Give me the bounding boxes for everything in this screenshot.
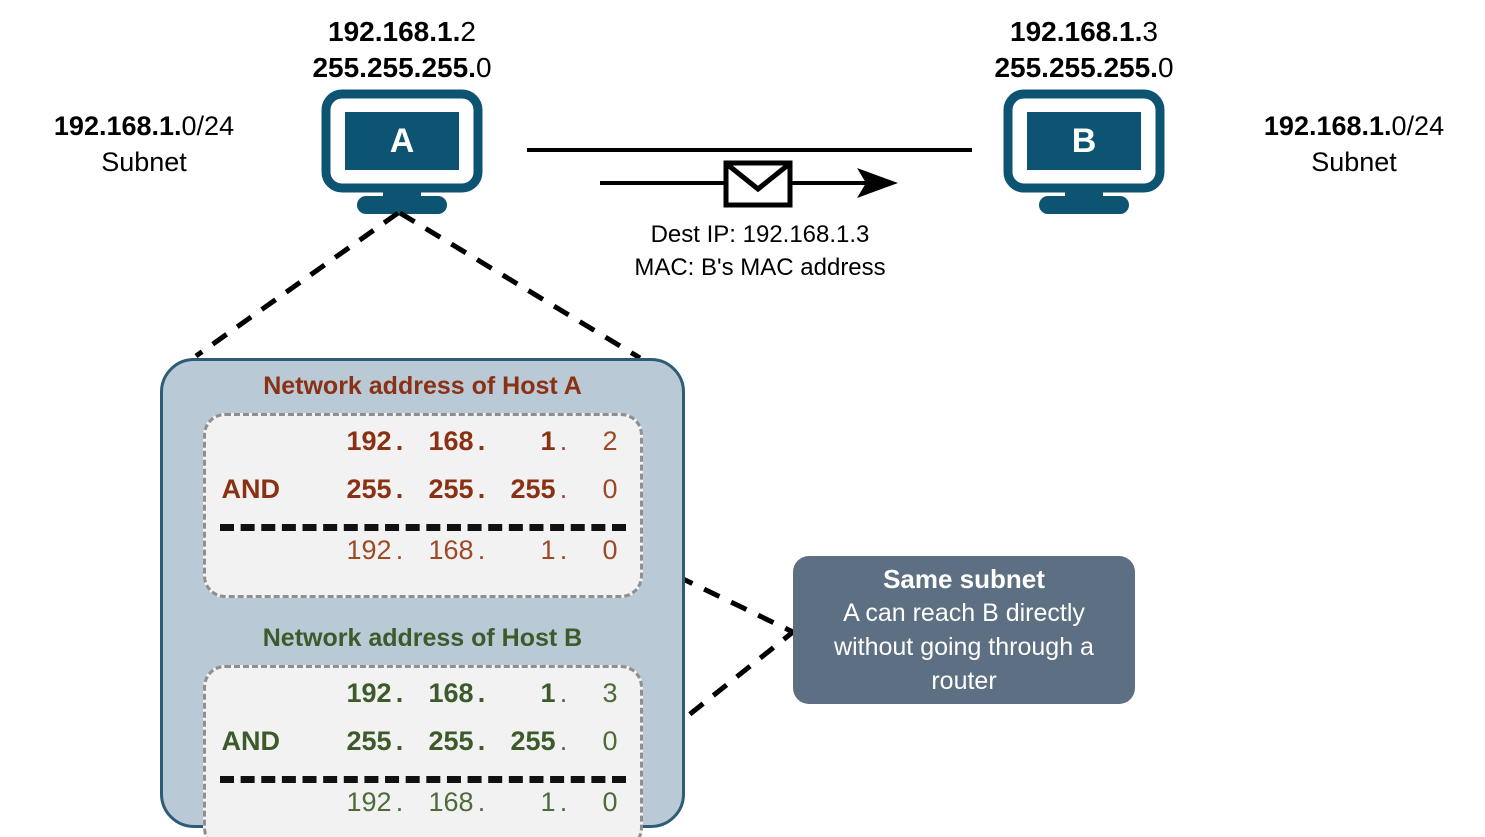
- right-subnet-cidr: 192.168.1.0/24: [1228, 108, 1480, 144]
- calc-operator-host-b: AND: [221, 726, 281, 756]
- host-b-letter: B: [1071, 122, 1097, 160]
- a-ip-dot2: .: [477, 426, 486, 456]
- a-ip-octet3: 1: [540, 426, 556, 456]
- a-res-dot2: .: [477, 535, 486, 565]
- b-ip-dot2: .: [477, 678, 486, 708]
- host-a-mask-host: 0: [475, 52, 492, 83]
- right-subnet-host: 0/24: [1391, 111, 1445, 141]
- left-subnet-label: 192.168.1.0/24 Subnet: [18, 108, 270, 180]
- callout-line-3: router: [931, 666, 997, 695]
- left-subnet-host: 0/24: [181, 111, 235, 141]
- a-mask-octet3: 255: [510, 474, 556, 504]
- b-ip-dot3: .: [559, 678, 568, 708]
- calc-separator-host-b: [219, 776, 626, 783]
- packet-dest-ip: Dest IP: 192.168.1.3: [650, 221, 870, 248]
- calc-row-result-host-a: 192 . 168 . 1 . 0: [206, 535, 640, 583]
- b-mask-dot1: .: [395, 726, 404, 756]
- a-mask-octet1: 255: [346, 474, 392, 504]
- host-b-mask: 255.255.255.0: [954, 50, 1214, 86]
- same-subnet-callout: Same subnet A can reach B directly witho…: [793, 556, 1135, 704]
- a-mask-dot3: .: [559, 474, 568, 504]
- host-a-mask: 255.255.255.0: [272, 50, 532, 86]
- left-subnet-network: 192.168.1.: [53, 111, 182, 141]
- calc-row-mask-host-a: AND 255 . 255 . 255 . 0: [206, 474, 640, 522]
- b-res-octet1: 192: [346, 787, 392, 817]
- a-res-octet4: 0: [602, 535, 618, 565]
- callout-line-2: without going through a: [834, 632, 1094, 661]
- b-res-dot2: .: [477, 787, 486, 817]
- b-ip-dot1: .: [395, 678, 404, 708]
- b-res-dot1: .: [395, 787, 404, 817]
- b-res-octet3: 1: [540, 787, 556, 817]
- host-a-ip-host: 2: [460, 16, 476, 47]
- calc-box-host-a: 192 . 168 . 1 . 2 AND 255 . 255 .: [202, 413, 643, 598]
- b-ip-octet4: 3: [602, 678, 618, 708]
- a-mask-octet2: 255: [428, 474, 474, 504]
- calc-row-mask-host-b: AND 255 . 255 . 255 . 0: [206, 726, 640, 774]
- host-b-ip-network: 192.168.1.: [1010, 16, 1143, 47]
- b-mask-octet3: 255: [510, 726, 556, 756]
- calc-title-host-a: Network address of Host A: [263, 372, 582, 400]
- calc-row-ip-host-b: 192 . 168 . 1 . 3: [206, 678, 640, 726]
- b-ip-octet3: 1: [540, 678, 556, 708]
- host-b-ip-host: 3: [1142, 16, 1158, 47]
- a-res-dot3: .: [559, 535, 568, 565]
- b-ip-octet1: 192: [346, 678, 392, 708]
- left-subnet-cidr: 192.168.1.0/24: [18, 108, 270, 144]
- a-mask-dot1: .: [395, 474, 404, 504]
- a-res-dot1: .: [395, 535, 404, 565]
- a-ip-octet1: 192: [346, 426, 392, 456]
- envelope-icon: [723, 160, 793, 208]
- host-b-mask-host: 0: [1157, 52, 1174, 83]
- right-subnet-caption: Subnet: [1311, 147, 1397, 177]
- host-b-address-block: 192.168.1.3 255.255.255.0: [954, 14, 1214, 86]
- a-ip-octet4: 2: [602, 426, 618, 456]
- a-ip-dot1: .: [395, 426, 404, 456]
- subnet-analysis-panel: Network address of Host A 192 . 168 . 1 …: [160, 358, 685, 837]
- packet-caption: Dest IP: 192.168.1.3 MAC: B's MAC addres…: [565, 218, 955, 284]
- right-subnet-network: 192.168.1.: [1263, 111, 1392, 141]
- a-res-octet1: 192: [346, 535, 392, 565]
- zoom-line-left: [194, 210, 400, 359]
- a-res-octet3: 1: [540, 535, 556, 565]
- a-res-octet2: 168: [428, 535, 474, 565]
- b-mask-dot2: .: [477, 726, 486, 756]
- host-a-mask-network: 255.255.255.: [312, 52, 476, 83]
- host-a-letter: A: [389, 122, 415, 160]
- a-mask-dot2: .: [477, 474, 486, 504]
- b-res-octet2: 168: [428, 787, 474, 817]
- b-mask-octet4: 0: [602, 726, 618, 756]
- calc-row-ip-host-a: 192 . 168 . 1 . 2: [206, 426, 640, 474]
- calc-box-host-b: 192 . 168 . 1 . 3 AND 255 . 255 .: [202, 665, 643, 837]
- calc-operator-host-a: AND: [221, 474, 281, 504]
- b-res-octet4: 0: [602, 787, 618, 817]
- host-b-ip: 192.168.1.3: [954, 14, 1214, 50]
- callout-title: Same subnet: [883, 563, 1045, 594]
- callout-line-1: A can reach B directly: [843, 598, 1085, 627]
- a-ip-octet2: 168: [428, 426, 474, 456]
- host-a-ip: 192.168.1.2: [272, 14, 532, 50]
- b-res-dot3: .: [559, 787, 568, 817]
- host-a-ip-network: 192.168.1.: [328, 16, 461, 47]
- left-subnet-caption: Subnet: [101, 147, 187, 177]
- calc-group-host-a: Network address of Host A 192 . 168 . 1 …: [163, 371, 682, 598]
- calc-title-host-b: Network address of Host B: [262, 624, 583, 652]
- right-subnet-label: 192.168.1.0/24 Subnet: [1228, 108, 1480, 180]
- host-b-mask-network: 255.255.255.: [994, 52, 1158, 83]
- a-ip-dot3: .: [559, 426, 568, 456]
- packet-arrow-head: [857, 168, 898, 198]
- a-mask-octet4: 0: [602, 474, 618, 504]
- b-mask-dot3: .: [559, 726, 568, 756]
- calc-group-host-b: Network address of Host B 192 . 168 . 1 …: [163, 623, 682, 837]
- host-a-address-block: 192.168.1.2 255.255.255.0: [272, 14, 532, 86]
- packet-mac: MAC: B's MAC address: [634, 254, 886, 281]
- calc-separator-host-a: [219, 524, 626, 531]
- calc-row-result-host-b: 192 . 168 . 1 . 0: [206, 787, 640, 835]
- b-mask-octet2: 255: [428, 726, 474, 756]
- b-ip-octet2: 168: [428, 678, 474, 708]
- b-mask-octet1: 255: [346, 726, 392, 756]
